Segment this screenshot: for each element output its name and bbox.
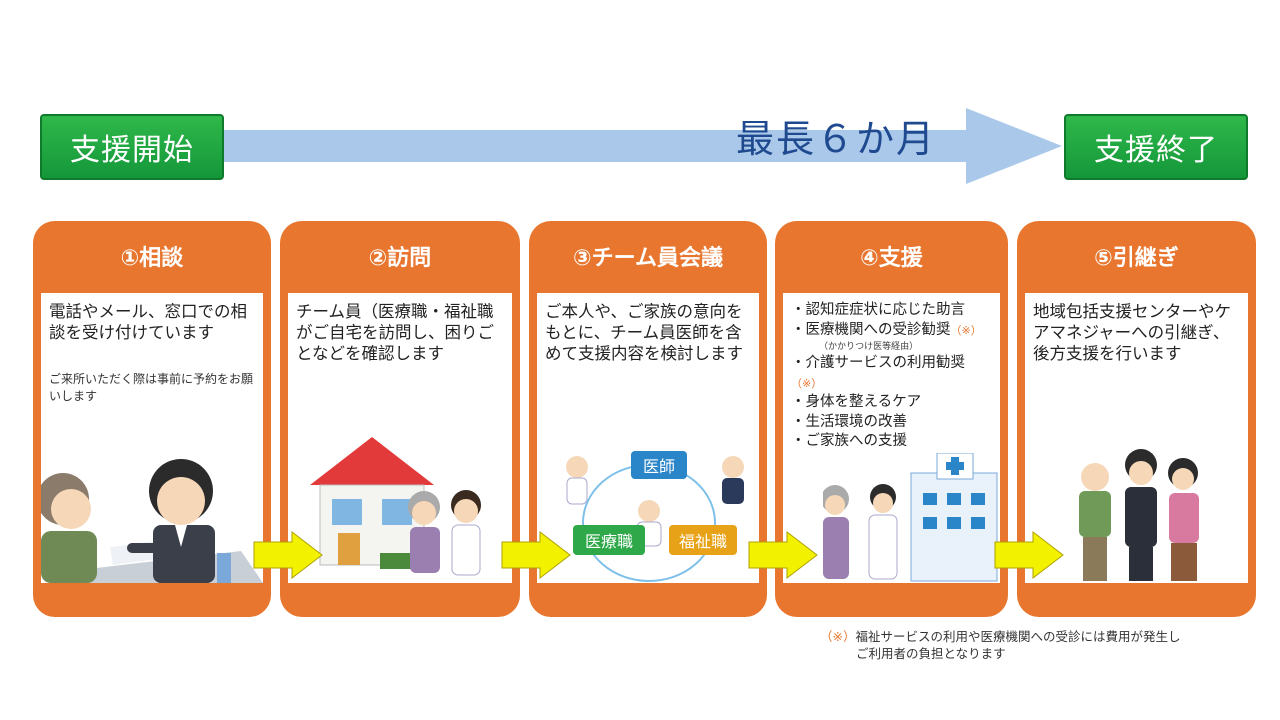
footnote-line-2: ご利用者の負担となります <box>856 646 1006 661</box>
step-description: 地域包括支援センターやケアマネジャーへの引継ぎ、後方支援を行います <box>1033 302 1231 363</box>
team-meeting-illustration <box>566 456 744 582</box>
support-sub-note: （かかりつけ医等経由） <box>819 342 919 352</box>
step-body: チーム員（医療職・福祉職がご自宅を訪問し、困りごとなどを確認します <box>288 293 512 583</box>
step-arrow-2 <box>501 530 571 580</box>
step-body: ご本人や、ご家族の意向をもとに、チーム員医師を含めて支援内容を検討します 医師 … <box>537 293 759 583</box>
welfare-staff-badge: 福祉職 <box>669 525 737 555</box>
support-end-box: 支援終了 <box>1064 114 1248 180</box>
doctor-badge: 医師 <box>631 451 687 479</box>
step-note: ご来所いただく際は事前に予約をお願いします <box>49 372 254 403</box>
step-card-visit: ②訪問 チーム員（医療職・福祉職がご自宅を訪問し、困りごとなどを確認します <box>280 221 520 617</box>
step-description: 電話やメール、窓口での相談を受け付けています <box>49 302 247 342</box>
step-description: チーム員（医療職・福祉職がご自宅を訪問し、困りごとなどを確認します <box>296 302 494 363</box>
step-description: ご本人や、ご家族の意向をもとに、チーム員医師を含めて支援内容を検討します <box>545 302 743 363</box>
support-item: ・生活環境の改善 <box>791 413 907 430</box>
footnote-mark: （※） <box>820 629 856 644</box>
support-item: ・認知症症状に応じた助言 <box>791 302 965 318</box>
support-start-label: 支援開始 <box>70 133 194 168</box>
support-item: ・ご家族への支援 <box>791 433 907 449</box>
step-body: ・認知症症状に応じた助言 ・医療機関への受診勧奨（※） （かかりつけ医等経由） … <box>783 293 1000 583</box>
home-visit-illustration <box>310 437 481 576</box>
support-end-label: 支援終了 <box>1094 133 1218 168</box>
step-arrow-3 <box>748 530 818 580</box>
step-arrow-4 <box>994 530 1064 580</box>
step-title: ②訪問 <box>368 246 432 271</box>
step-card-support: ④支援 ・認知症症状に応じた助言 ・医療機関への受診勧奨（※） （かかりつけ医等… <box>775 221 1008 617</box>
consultation-illustration <box>41 459 263 583</box>
handover-illustration <box>1079 449 1199 581</box>
step-title: ⑤引継ぎ <box>1094 246 1179 271</box>
footnote-line-1: 福祉サービスの利用や医療機関への受診には費用が発生し <box>855 629 1181 644</box>
support-item: ・医療機関への受診勧奨（※） <box>791 321 982 338</box>
step-body: 地域包括支援センターやケアマネジャーへの引継ぎ、後方支援を行います <box>1025 293 1248 583</box>
support-item: ・介護サービスの利用勧奨（※） <box>791 355 965 390</box>
step-title: ④支援 <box>860 246 923 271</box>
duration-arrow <box>224 108 1062 184</box>
support-item: ・身体を整えるケア <box>791 394 922 410</box>
step-title: ①相談 <box>120 246 184 271</box>
cost-footnote: （※）福祉サービスの利用や医療機関への受診には費用が発生し ご利用者の負担となり… <box>820 628 1181 662</box>
hospital-illustration <box>823 453 998 582</box>
step-title: ③チーム員会議 <box>573 246 723 271</box>
step-card-team-meeting: ③チーム員会議 ご本人や、ご家族の意向をもとに、チーム員医師を含めて支援内容を検… <box>529 221 767 617</box>
support-list: ・認知症症状に応じた助言 ・医療機関への受診勧奨（※） （かかりつけ医等経由） … <box>791 301 996 452</box>
support-start-box: 支援開始 <box>40 114 224 180</box>
step-arrow-1 <box>253 530 323 580</box>
step-body: 電話やメール、窓口での相談を受け付けています ご来所いただく際は事前に予約をお願… <box>41 293 263 583</box>
step-card-consultation: ①相談 電話やメール、窓口での相談を受け付けています ご来所いただく際は事前に予… <box>33 221 271 617</box>
medical-staff-badge: 医療職 <box>573 525 645 555</box>
duration-label: 最長６か月 <box>736 117 937 161</box>
